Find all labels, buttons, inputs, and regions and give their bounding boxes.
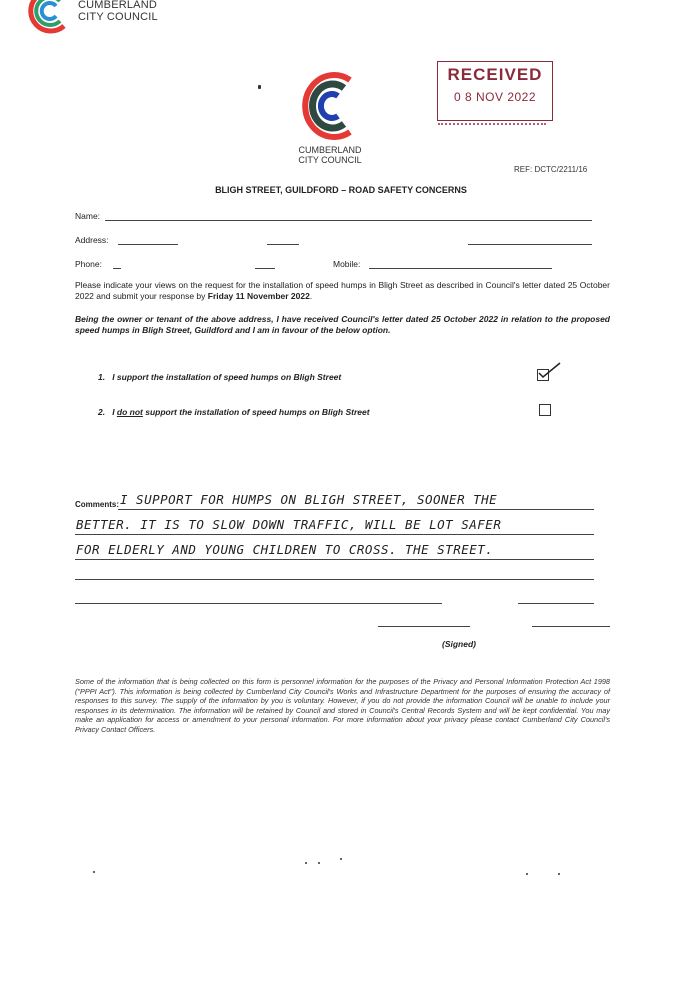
received-stamp: RECEIVED 0 8 NOV 2022 (437, 61, 553, 121)
comment-handwriting: I SUPPORT FOR HUMPS ON BLIGH STREET, SOO… (120, 492, 498, 507)
date-line[interactable] (532, 626, 610, 627)
council-logo-icon (28, 0, 66, 34)
option-number: 2. (98, 407, 106, 417)
comment-line[interactable] (75, 534, 594, 535)
reference-number: REF: DCTC/2211/16 (514, 165, 588, 174)
comment-line[interactable] (118, 509, 594, 510)
address-field-3[interactable] (468, 244, 592, 245)
signed-label: (Signed) (442, 639, 476, 649)
intro-text: Please indicate your views on the reques… (75, 280, 610, 301)
mobile-label: Mobile: (333, 259, 361, 269)
phone-field[interactable] (113, 268, 121, 269)
comments-label: Comments: (75, 500, 120, 509)
mobile-field[interactable] (369, 268, 552, 269)
stamp-date: 0 8 NOV 2022 (453, 90, 537, 104)
checkmark-icon (538, 362, 561, 379)
option-1-checkbox[interactable] (537, 369, 549, 381)
declaration: Being the owner or tenant of the above a… (75, 314, 610, 335)
form-logo-line2: CITY COUNCIL (298, 155, 362, 165)
address-field[interactable] (118, 244, 178, 245)
name-label: Name: (75, 211, 101, 221)
logo-line2: CITY COUNCIL (78, 11, 158, 23)
address-label: Address: (75, 235, 109, 245)
address-field-2[interactable] (267, 244, 299, 245)
form-logo-line1: CUMBERLAND (298, 145, 362, 155)
option-2-checkbox[interactable] (539, 404, 551, 416)
stamp-label: RECEIVED (447, 65, 543, 84)
form-logo-icon (302, 72, 352, 140)
comment-handwriting: BETTER. IT IS TO SLOW DOWN TRAFFIC, WILL… (76, 517, 502, 532)
option-text: support the installation of speed humps … (142, 407, 370, 417)
logo-line1: CUMBERLAND (78, 0, 158, 11)
signature-line[interactable] (378, 626, 470, 627)
phone-field-2[interactable] (255, 268, 275, 269)
phone-label: Phone: (75, 259, 102, 269)
comment-handwriting: FOR ELDERLY AND YOUNG CHILDREN TO CROSS.… (76, 542, 494, 557)
comment-line[interactable] (518, 603, 594, 604)
privacy-notice: Some of the information that is being co… (75, 677, 610, 734)
intro-end: . (309, 291, 313, 301)
option-emphasis: do not (116, 407, 143, 417)
option-text: I support the installation of speed hump… (112, 372, 342, 382)
intro-paragraph: Please indicate your views on the reques… (75, 280, 610, 302)
option-text-pre: I (112, 407, 117, 417)
name-field[interactable] (105, 220, 592, 221)
comment-line[interactable] (75, 603, 442, 604)
option-number: 1. (98, 372, 106, 382)
header-logo-text: CUMBERLAND CITY COUNCIL (78, 0, 158, 23)
deadline: Friday 11 November 2022 (207, 291, 310, 301)
comment-line[interactable] (75, 559, 594, 560)
comment-line[interactable] (75, 579, 594, 580)
option-2: 2. I do not support the installation of … (98, 407, 370, 417)
form-logo-text: CUMBERLAND CITY COUNCIL (290, 145, 370, 165)
option-1: 1. I support the installation of speed h… (98, 372, 341, 382)
stamp-footer (438, 123, 546, 125)
page-title: BLIGH STREET, GUILDFORD – ROAD SAFETY CO… (215, 185, 467, 195)
